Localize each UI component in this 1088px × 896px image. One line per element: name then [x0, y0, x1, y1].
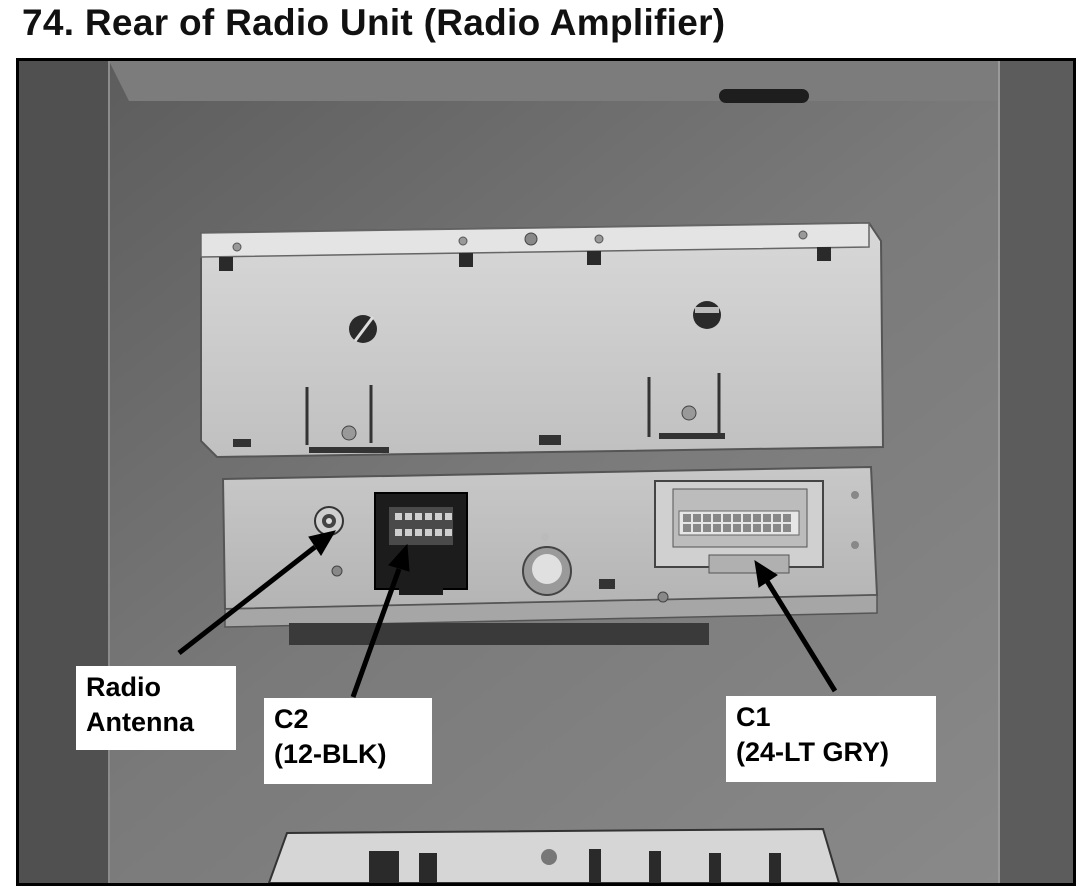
callout-c1-line1: C1 — [736, 702, 771, 732]
callout-c2-line2: (12-BLK) — [274, 739, 387, 769]
antenna-arrow — [177, 545, 317, 655]
callout-radio-antenna-line1: Radio — [86, 672, 162, 702]
cardboard-handle-slot — [719, 89, 809, 103]
antenna-jack — [314, 506, 344, 536]
c1-arrowhead — [754, 559, 778, 588]
callout-c1-line2: (24-LT GRY) — [736, 737, 889, 767]
radio-upper-housing — [200, 221, 885, 459]
callout-c2-line1: C2 — [274, 704, 309, 734]
c1-connector — [654, 480, 824, 574]
cardboard-left-flap — [19, 61, 109, 883]
radio-rear-panel — [221, 465, 879, 645]
cardboard-top-flap — [109, 61, 1019, 101]
c2-arrow — [350, 568, 402, 698]
callout-c2: C2 (12-BLK) — [264, 698, 432, 784]
c2-connector — [374, 492, 468, 595]
c2-arrowhead — [388, 543, 410, 572]
callout-arrows — [177, 530, 838, 698]
ground-stud — [522, 546, 572, 596]
callout-c1: C1 (24-LT GRY) — [726, 696, 936, 782]
second-unit-partial — [267, 827, 841, 883]
callout-radio-antenna-line2: Antenna — [86, 707, 194, 737]
antenna-arrowhead — [308, 530, 337, 556]
c1-arrow — [764, 579, 838, 693]
callout-radio-antenna: Radio Antenna — [76, 666, 236, 750]
page-title: 74. Rear of Radio Unit (Radio Amplifier) — [22, 2, 726, 43]
cardboard-right-flap — [999, 61, 1073, 883]
